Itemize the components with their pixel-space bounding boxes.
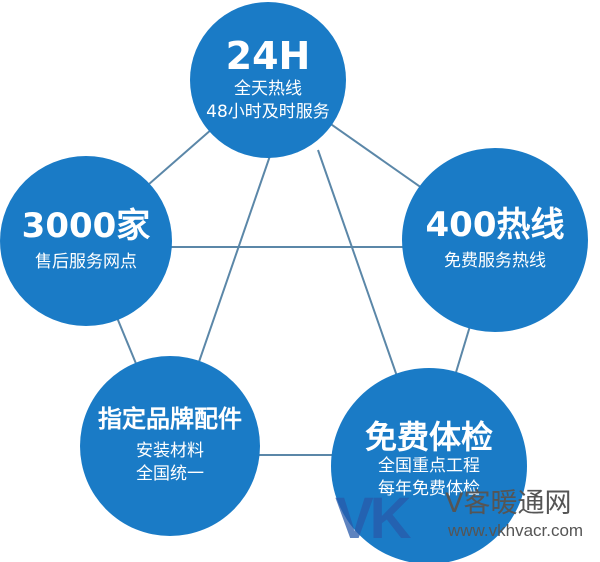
node-line: 全国重点工程	[378, 456, 480, 477]
node-line: 48小时及时服务	[206, 101, 330, 122]
node-title: 3000家	[21, 205, 151, 246]
node-line: 全国统一	[136, 464, 204, 485]
watermark-name: V客暖通网	[445, 488, 572, 519]
node-parts: 指定品牌配件 安装材料 全国统一	[80, 356, 260, 536]
node-line: 安装材料	[136, 441, 204, 462]
watermark-logo: VK	[335, 486, 412, 551]
node-24h: 24H 全天热线 48小时及时服务	[190, 2, 346, 158]
node-title: 24H	[225, 34, 311, 79]
node-title: 免费体检	[364, 418, 493, 456]
watermark: VK V客暖通网 www.vkhvacr.com	[335, 485, 600, 562]
node-line: 免费服务热线	[444, 251, 546, 272]
node-title: 400热线	[425, 204, 565, 245]
node-3000: 3000家 售后服务网点	[0, 156, 172, 326]
node-title: 指定品牌配件	[98, 404, 242, 433]
node-line: 每年免费体检	[378, 479, 480, 500]
watermark-url: www.vkhvacr.com	[448, 521, 584, 540]
node-line: 全天热线	[234, 78, 302, 99]
node-checkup: 免费体检 全国重点工程 每年免费体检	[331, 368, 527, 562]
node-400: 400热线 免费服务热线	[402, 148, 588, 332]
node-line: 售后服务网点	[35, 252, 137, 273]
